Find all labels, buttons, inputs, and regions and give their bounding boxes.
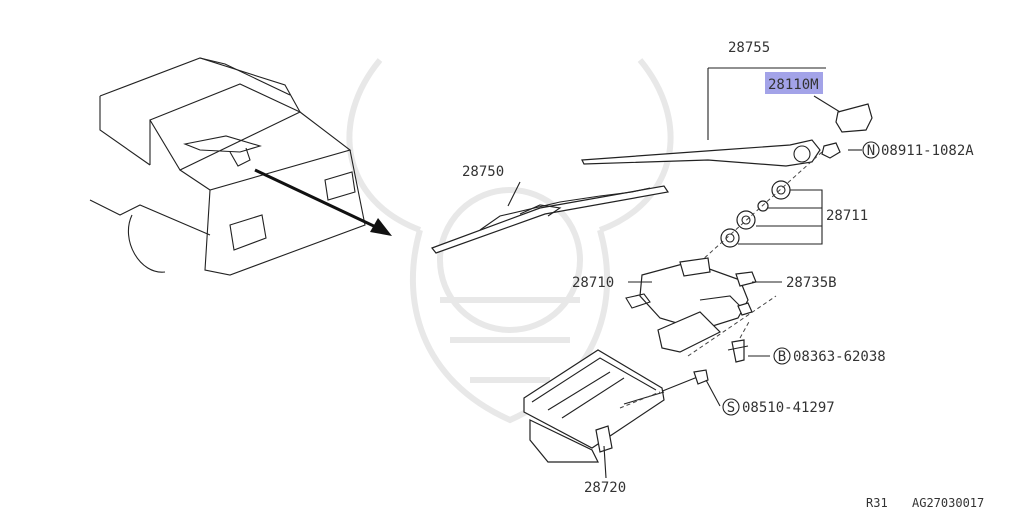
leader-lines [507, 67, 862, 479]
car-rear-illustration [89, 57, 366, 276]
wiper-blade-shape [431, 185, 670, 254]
assembly-axis-line [699, 151, 823, 263]
part-label-08363-62038[interactable]: 08363-62038 [793, 349, 886, 365]
screw-marker-circle [722, 398, 740, 416]
part-label-28750[interactable]: 28750 [462, 164, 504, 180]
bolt-marker-circle [773, 347, 791, 365]
cover-dash [619, 391, 661, 409]
part-label-28735B[interactable]: 28735B [786, 275, 837, 291]
seal-kit-shapes [720, 180, 791, 248]
prefix-markers: N B S [722, 141, 880, 416]
part-label-28755[interactable]: 28755 [728, 40, 770, 56]
part-label-28710[interactable]: 28710 [572, 275, 614, 291]
cover-shape [523, 349, 665, 463]
wiper-arm-shape [581, 139, 821, 167]
highlight-28110M [765, 72, 823, 94]
bolt-marker-symbol: B [778, 349, 786, 365]
nut-marker-symbol: N [867, 143, 875, 159]
motor-mount-dash [687, 295, 777, 357]
pointer-arrow [254, 168, 392, 236]
part-label-08911-1082A[interactable]: 08911-1082A [881, 143, 974, 159]
part-label-08510-41297[interactable]: 08510-41297 [742, 400, 835, 416]
wiper-motor-shape [625, 257, 749, 353]
footer-model: R31 [866, 496, 888, 510]
part-label-28720[interactable]: 28720 [584, 480, 626, 496]
part-label-28711[interactable]: 28711 [826, 208, 868, 224]
part-label-28110M[interactable]: 28110M [768, 77, 819, 93]
nut-marker-circle [862, 141, 880, 159]
screw-shape [659, 369, 709, 393]
footer-code: AG27030017 [912, 496, 984, 510]
nut-shape [821, 142, 841, 159]
screw-marker-symbol: S [727, 400, 735, 416]
watermark-emblem [346, 58, 674, 424]
arm-cap-shape [835, 103, 873, 133]
bolt-shape [727, 339, 749, 363]
